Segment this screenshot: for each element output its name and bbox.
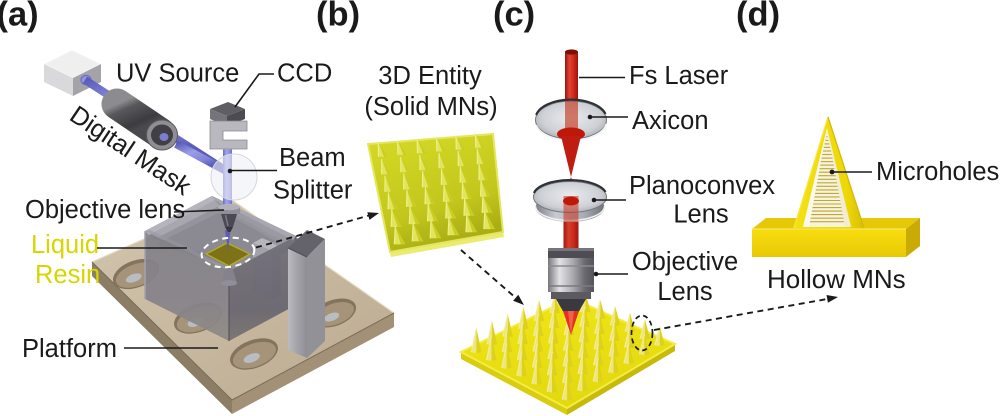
svg-text:(a): (a): [0, 0, 39, 34]
svg-text:(d): (d): [736, 0, 780, 34]
svg-text:Planoconvex: Planoconvex: [629, 172, 775, 200]
svg-text:Resin: Resin: [35, 261, 100, 289]
svg-text:Objective lens: Objective lens: [25, 196, 185, 224]
svg-text:Hollow MNs: Hollow MNs: [767, 264, 906, 294]
svg-text:Liquid: Liquid: [31, 231, 99, 259]
svg-text:Lens: Lens: [673, 201, 728, 229]
svg-text:Fs Laser: Fs Laser: [629, 62, 729, 90]
svg-text:Lens: Lens: [657, 278, 712, 306]
svg-text:Beam: Beam: [279, 144, 346, 172]
svg-text:Axicon: Axicon: [632, 107, 709, 135]
svg-text:(b): (b): [316, 0, 360, 34]
svg-text:Objective: Objective: [632, 248, 738, 276]
svg-text:CCD: CCD: [277, 60, 332, 88]
svg-text:UV Source: UV Source: [116, 60, 239, 88]
svg-text:Microholes: Microholes: [876, 158, 999, 186]
svg-text:(c): (c): [493, 0, 535, 34]
svg-text:Splitter: Splitter: [273, 177, 353, 205]
svg-text:Platform: Platform: [22, 335, 117, 363]
svg-text:3D Entity: 3D Entity: [378, 62, 482, 90]
svg-text:(Solid MNs): (Solid MNs): [364, 93, 497, 121]
